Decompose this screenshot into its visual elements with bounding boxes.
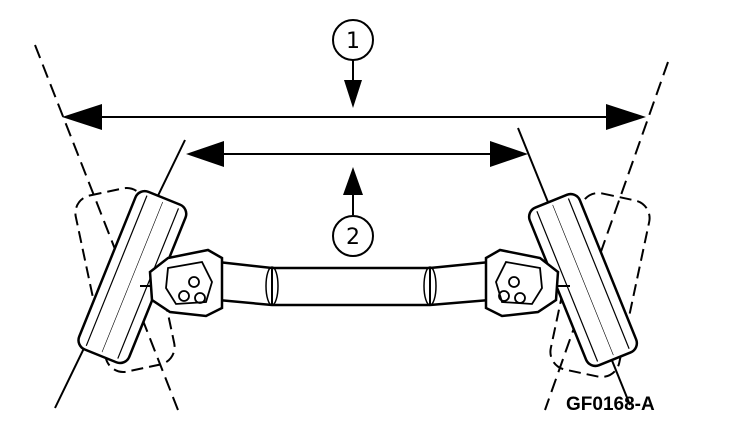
callout-1-label: 1 [346,29,360,54]
right-dashed-line [544,61,669,411]
dimension-arrow-2 [186,141,528,167]
axle-assembly [140,248,570,318]
callout-1: 1 [332,19,374,108]
callout-2: 2 [332,167,374,257]
callout-2-label: 2 [346,225,360,250]
left-dashed-line [34,44,179,411]
figure-id: GF0168-A [566,394,655,415]
dimension-arrow-1 [62,104,646,130]
